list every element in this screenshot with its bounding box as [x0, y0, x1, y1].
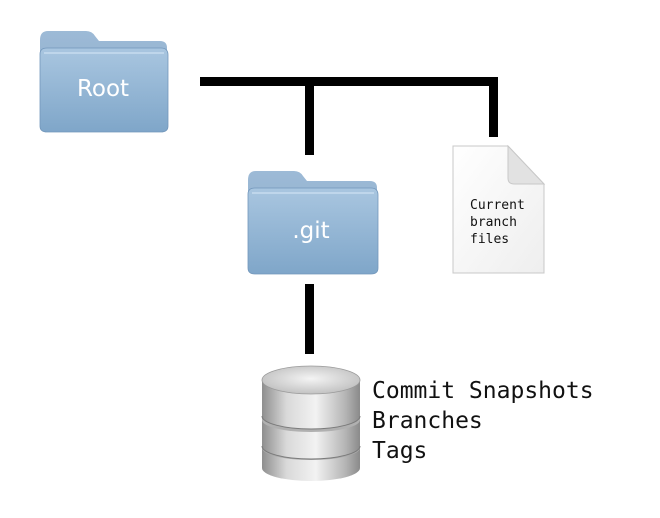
branch-files-document: Current branch files — [452, 144, 546, 274]
branch-files-line: files — [470, 232, 509, 247]
document-icon — [452, 144, 546, 274]
branch-files-label: Current branch files — [470, 198, 533, 247]
git-folder: .git — [247, 171, 379, 275]
database-contents: Commit Snapshots Branches Tags — [372, 378, 607, 464]
database-icon — [261, 365, 361, 481]
database: Commit Snapshots Branches Tags — [261, 365, 607, 481]
connector-to-file — [489, 77, 498, 137]
connector-root-horizontal — [200, 77, 498, 86]
root-folder: Root — [39, 31, 169, 133]
git-folder-label: .git — [292, 218, 329, 244]
database-item: Commit Snapshots — [372, 378, 594, 404]
branch-files-line: branch — [470, 215, 517, 230]
connector-git-to-db — [305, 284, 314, 354]
branch-files-line: Current — [470, 198, 525, 213]
database-item: Branches — [372, 408, 483, 434]
connector-lines — [200, 77, 498, 354]
folder-icon — [247, 171, 379, 275]
folder-icon — [39, 31, 169, 133]
connector-to-git — [305, 77, 314, 155]
database-item: Tags — [372, 438, 427, 464]
root-folder-label: Root — [77, 76, 129, 102]
